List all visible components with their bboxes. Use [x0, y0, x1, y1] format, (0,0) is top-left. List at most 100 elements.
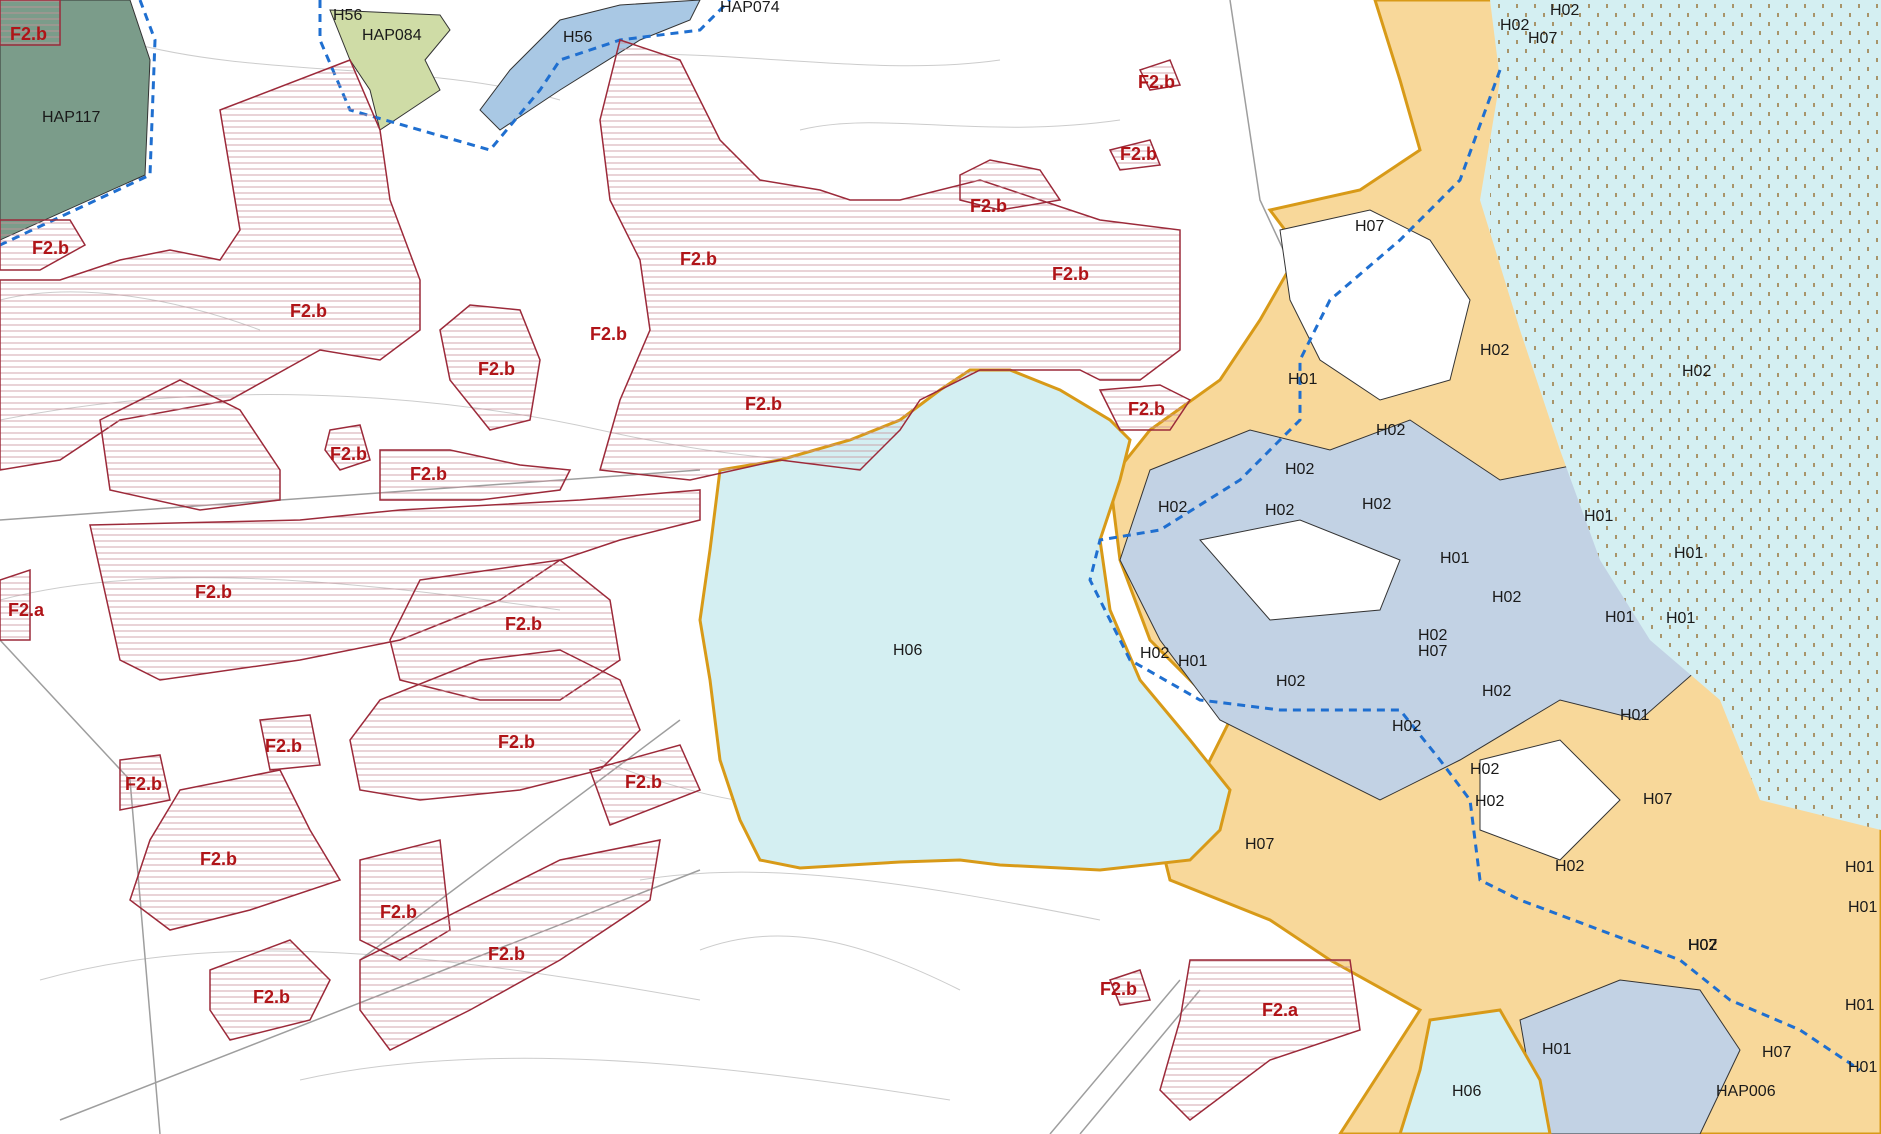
habitat-label: H02	[1682, 363, 1711, 380]
water-area-h06-south[interactable]	[1398, 1008, 1552, 1134]
zone-label: F2.b	[200, 849, 237, 869]
habitat-label: H02	[1285, 461, 1314, 478]
zone-area[interactable]	[599, 39, 1181, 481]
habitat-label: H01	[1666, 610, 1695, 627]
zone-area[interactable]	[0, 568, 31, 641]
zone-label: F2.b	[680, 249, 717, 269]
habitat-label: H01	[1674, 545, 1703, 562]
habitat-area-hap117[interactable]	[0, 0, 151, 241]
habitat-label: H56	[333, 7, 362, 24]
habitat-label: H07	[1643, 791, 1672, 808]
habitat-label: H02	[1376, 422, 1405, 439]
zone-area[interactable]	[959, 159, 1062, 211]
zone-area[interactable]	[379, 449, 572, 501]
development-zones	[0, 0, 1361, 1121]
habitat-label: H01	[1542, 1041, 1571, 1058]
white-clearings	[1199, 209, 1621, 861]
habitat-label: H07	[1762, 1044, 1791, 1061]
zone-label: F2.b	[253, 987, 290, 1007]
habitat-label: H02	[1500, 17, 1529, 34]
habitat-label: H01	[1440, 550, 1469, 567]
habitat-label: H01	[1848, 899, 1877, 916]
habitat-label: H02	[1688, 937, 1717, 954]
zone-label: F2.a	[1262, 1000, 1299, 1020]
habitat-label: H07	[1418, 643, 1447, 660]
zone-area[interactable]	[1108, 139, 1162, 171]
habitat-label: H02	[1158, 499, 1187, 516]
habitat-label: H01	[1845, 997, 1874, 1014]
zone-label: F2.b	[505, 614, 542, 634]
zone-label: F2.b	[625, 772, 662, 792]
zone-area[interactable]	[119, 754, 171, 811]
habitat-label: H02	[1140, 645, 1169, 662]
zone-area[interactable]	[0, 0, 61, 46]
zone-area[interactable]	[359, 839, 661, 1051]
habitat-label: H02	[1418, 627, 1447, 644]
habitat-label: HAP084	[362, 27, 422, 44]
habitat-label: HAP117	[42, 109, 101, 126]
zone-area[interactable]	[259, 714, 321, 771]
zone-label: F2.b	[488, 944, 525, 964]
boundary-lines	[0, 0, 1861, 1072]
zone-label: F2.b	[1100, 979, 1137, 999]
habitat-label: H02	[1482, 683, 1511, 700]
habitat-label: H06	[893, 642, 922, 659]
grey-blue-area-bottom[interactable]	[1519, 979, 1741, 1134]
zone-labels: F2.b F2.b F2.b F2.b F2.b F2.b F2.b F2.b …	[8, 24, 1299, 1020]
zone-label: F2.b	[478, 359, 515, 379]
habitat-label: HAP006	[1716, 1083, 1776, 1100]
zone-area[interactable]	[324, 424, 371, 471]
habitat-label: H01	[1584, 508, 1613, 525]
zone-area[interactable]	[0, 219, 87, 271]
zone-area[interactable]	[1159, 959, 1361, 1121]
habitat-label: H01	[1845, 859, 1874, 876]
habitat-label: H06	[1452, 1083, 1481, 1100]
habitat-labels: HAP117 H56 HAP084 H56 HAP074 H02 H02 H07…	[42, 0, 1877, 1100]
zone-label: F2.b	[32, 238, 69, 258]
habitat-label: H02	[1475, 793, 1504, 810]
habitat-label: H01	[1178, 653, 1207, 670]
habitat-label: HAP074	[720, 0, 780, 16]
zone-label: F2.a	[8, 600, 45, 620]
zone-area[interactable]	[1109, 969, 1151, 1006]
zone-area[interactable]	[439, 304, 541, 431]
zone-label: F2.b	[10, 24, 47, 44]
zone-label: F2.b	[380, 902, 417, 922]
zone-area[interactable]	[1138, 59, 1182, 91]
habitat-label: H02	[1688, 937, 1717, 954]
zone-area[interactable]	[209, 939, 331, 1041]
habitat-label: H07	[1688, 937, 1717, 954]
zone-area[interactable]	[99, 379, 281, 511]
habitat-label: H02	[1265, 502, 1294, 519]
zone-label: F2.b	[1120, 144, 1157, 164]
habitat-label: H01	[1605, 609, 1634, 626]
zone-label: F2.b	[195, 582, 232, 602]
habitat-label: H01	[1288, 371, 1317, 388]
zone-label: F2.b	[1128, 399, 1165, 419]
zone-label: F2.b	[290, 301, 327, 321]
zone-label: F2.b	[330, 444, 367, 464]
habitat-area-h56-east[interactable]	[479, 0, 701, 131]
habitat-label: H02	[1392, 718, 1421, 735]
habitat-area-hap084[interactable]	[329, 9, 451, 131]
habitat-label: H02	[1550, 2, 1579, 19]
habitat-label: H01	[1620, 707, 1649, 724]
habitat-label: H02	[1492, 589, 1521, 606]
habitat-label: H02	[1480, 342, 1509, 359]
zone-label: F2.b	[1052, 264, 1089, 284]
zone-label: F2.b	[590, 324, 627, 344]
zone-label: F2.b	[498, 732, 535, 752]
zone-label: F2.b	[410, 464, 447, 484]
habitat-label: H02	[1555, 858, 1584, 875]
zone-label: F2.b	[745, 394, 782, 414]
zone-label: F2.b	[970, 196, 1007, 216]
habitat-label: H56	[563, 29, 592, 46]
habitat-label: H02	[1276, 673, 1305, 690]
habitat-label: H07	[1355, 218, 1384, 235]
zone-area[interactable]	[1098, 384, 1192, 431]
zone-area[interactable]	[129, 769, 342, 931]
habitat-label: H07	[1245, 836, 1274, 853]
grey-blue-area-h01[interactable]	[1119, 419, 1721, 801]
zone-area[interactable]	[589, 744, 702, 826]
